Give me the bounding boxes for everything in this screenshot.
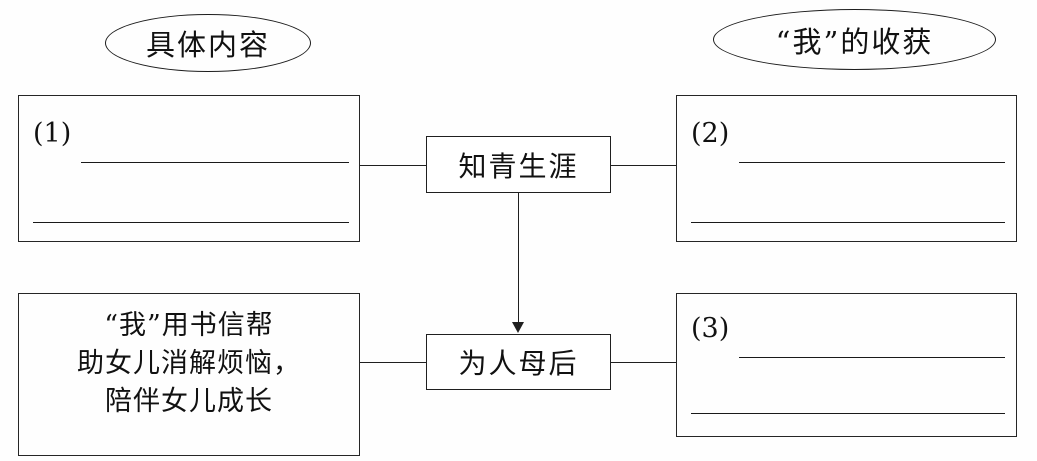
header-ellipse-right: “我”的收获 — [713, 9, 996, 70]
content-box-top-left: (1) — [18, 95, 360, 242]
header-left-label: 具体内容 — [145, 28, 270, 62]
content-box-bottom-left: “我”用书信帮 助女儿消解烦恼， 陪伴女儿成长 — [18, 293, 360, 456]
stage-label-weirenmuhou: 为人母后 — [458, 347, 579, 380]
blank-number-2: (2) — [691, 118, 730, 149]
blank-number-3: (3) — [691, 313, 730, 344]
stage-box-zhiqing[interactable]: 知青生涯 — [426, 136, 611, 193]
blank-line-2b[interactable] — [691, 222, 1005, 223]
content-box-top-right: (2) — [676, 95, 1017, 242]
blank-line-3a[interactable] — [739, 357, 1005, 358]
arrow-head-icon — [512, 322, 524, 333]
arrow-shaft-stage1-to-stage2 — [518, 193, 519, 323]
header-ellipse-left: 具体内容 — [105, 14, 311, 72]
bottom-left-line-1: “我”用书信帮 — [104, 310, 274, 341]
connector-stage2-to-bottomright — [611, 362, 676, 363]
blank-line-2a[interactable] — [739, 162, 1005, 163]
stage-box-weirenmuhou[interactable]: 为人母后 — [426, 334, 611, 390]
bottom-left-line-2: 助女儿消解烦恼， — [77, 348, 301, 379]
header-right-label: “我”的收获 — [775, 24, 934, 59]
blank-line-1a[interactable] — [81, 162, 349, 163]
connector-stage1-to-topright — [611, 165, 676, 166]
blank-line-1b[interactable] — [33, 222, 349, 223]
connector-bottomleft-to-stage2 — [360, 362, 426, 363]
bottom-left-line-3: 陪伴女儿成长 — [105, 386, 273, 417]
stage-label-zhiqing: 知青生涯 — [458, 149, 579, 183]
connector-topleft-to-stage1 — [360, 165, 426, 166]
blank-line-3b[interactable] — [691, 413, 1005, 414]
content-box-bottom-right: (3) — [676, 293, 1017, 437]
blank-number-1: (1) — [33, 118, 72, 149]
